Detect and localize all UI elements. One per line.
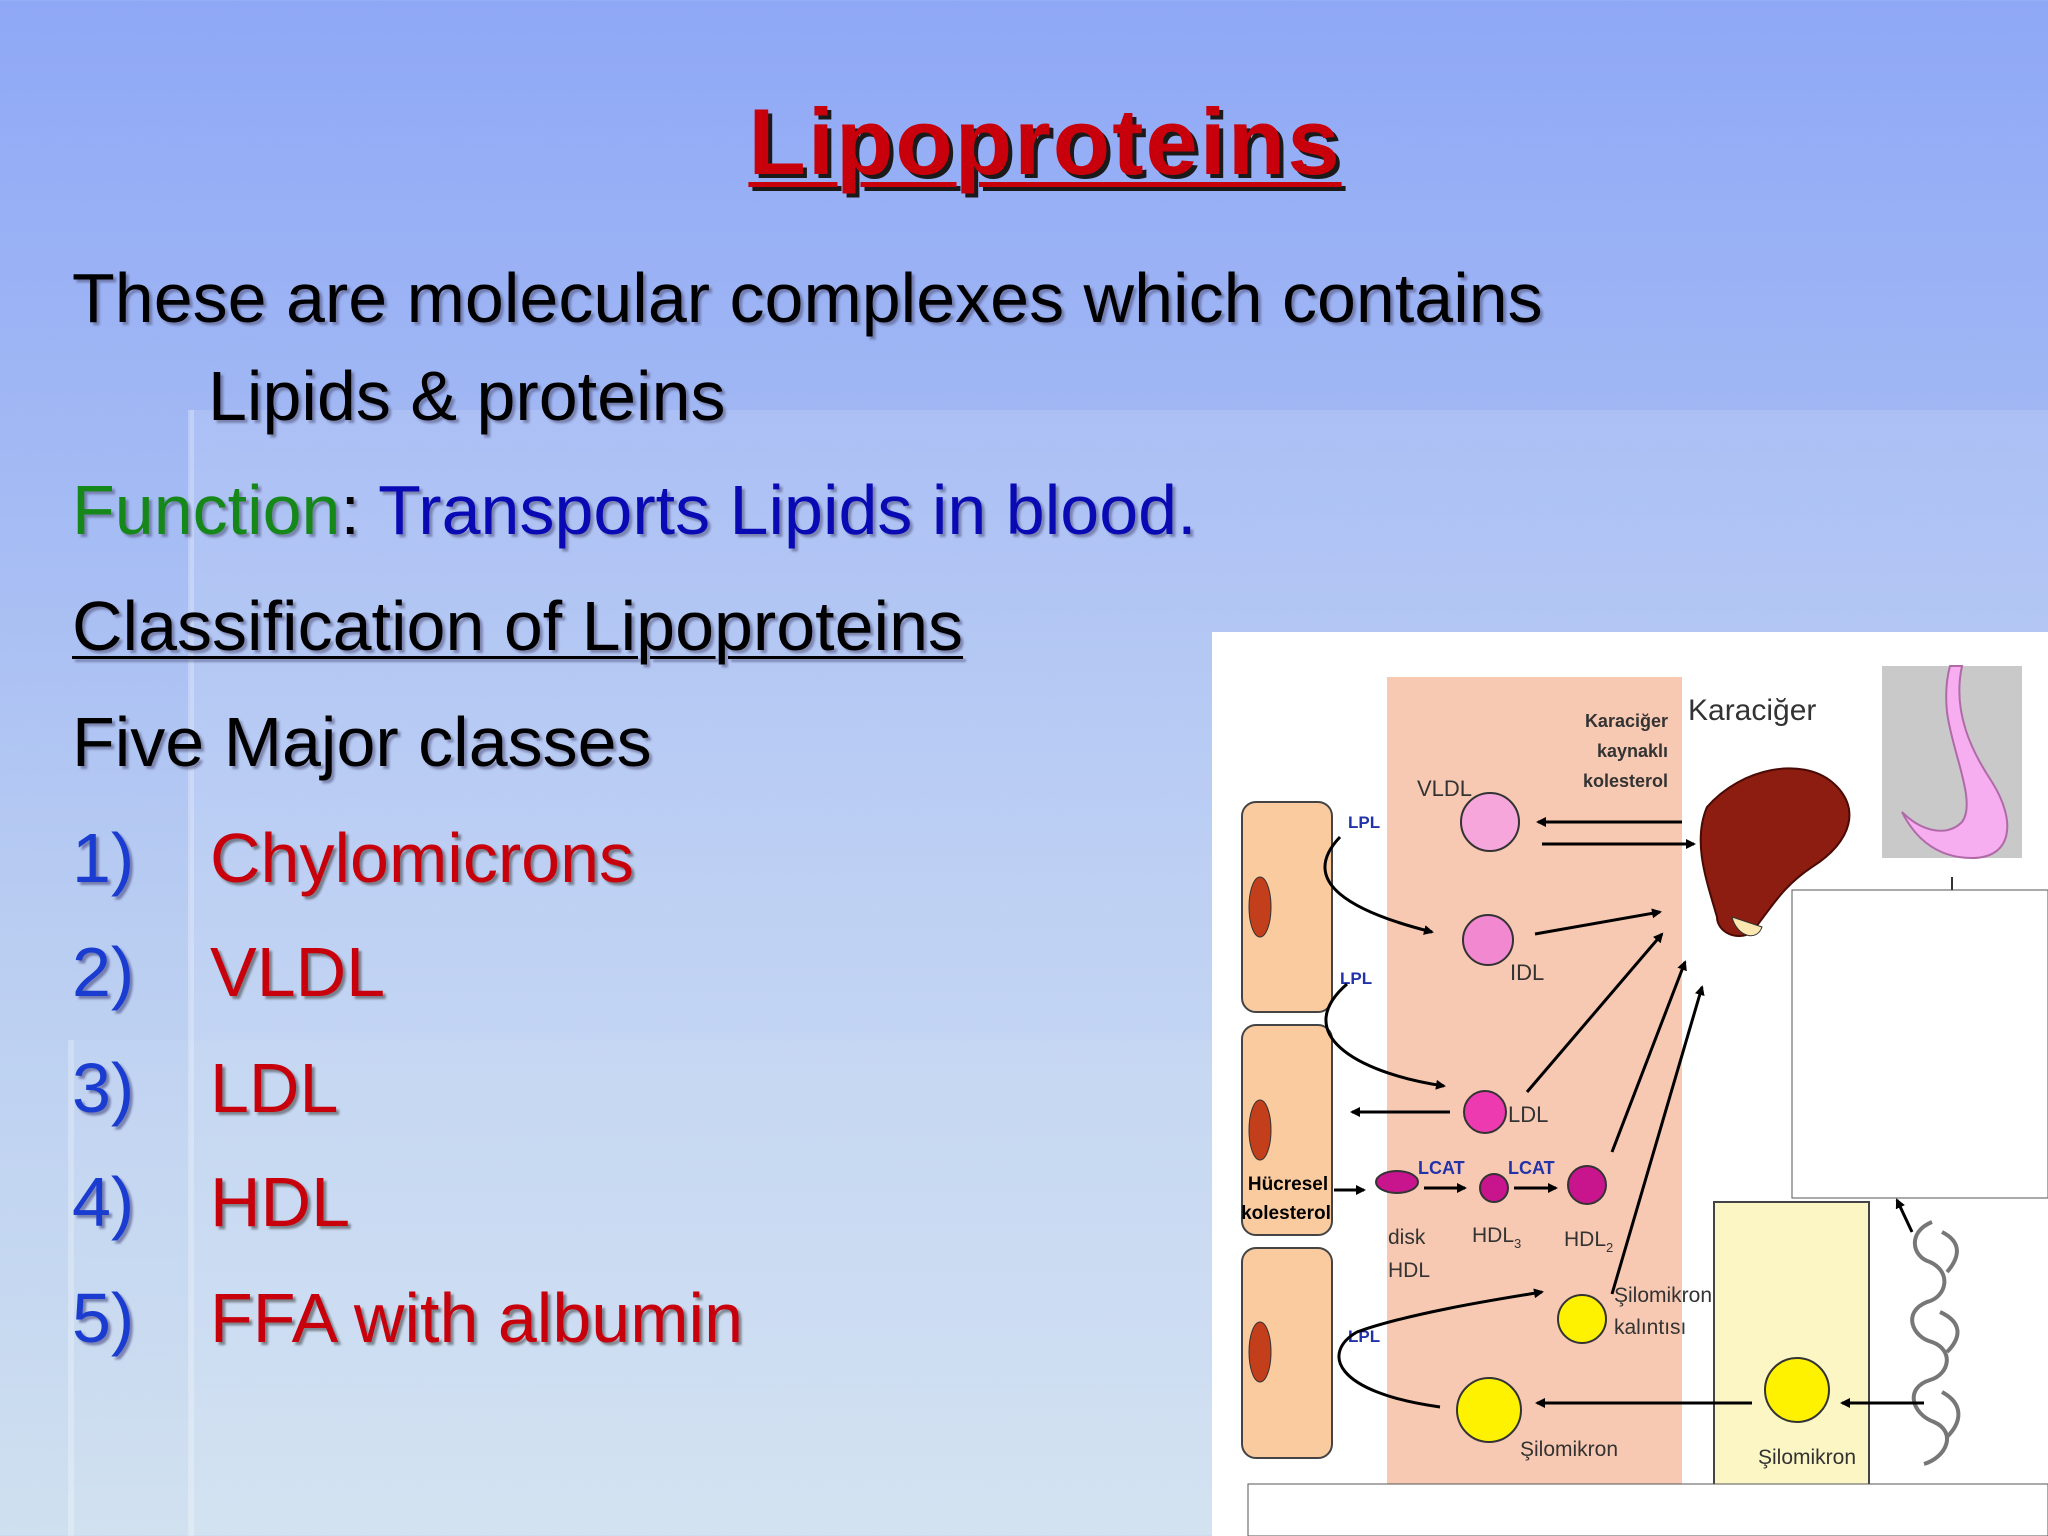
- function-text: Transports Lipids in blood.: [378, 471, 1197, 549]
- chylomicron-particle: [1456, 1377, 1522, 1443]
- class-number: 5): [72, 1279, 135, 1357]
- plasma-zone: [1387, 677, 1682, 1532]
- ldl-particle: [1463, 1090, 1507, 1134]
- arrow: [1525, 932, 1664, 1093]
- class-name: VLDL: [210, 933, 386, 1011]
- ldl-label: LDL: [1508, 1102, 1548, 1127]
- classification-heading: Classification of Lipoproteins: [72, 587, 964, 665]
- class-name: FFA with albumin: [210, 1279, 743, 1357]
- liver-source-cholesterol-label: Karaciğer: [1585, 711, 1668, 731]
- stomach-icon: [1901, 665, 2009, 860]
- blank-panel: [1247, 1483, 2048, 1536]
- peripheral-cell: [1241, 1024, 1333, 1236]
- function-line: Function: Transports Lipids in blood.: [72, 470, 1197, 550]
- lcat-label: LCAT: [1508, 1158, 1555, 1178]
- disk-hdl-label: disk: [1388, 1226, 1426, 1249]
- class-number: 3): [72, 1049, 135, 1127]
- chylomicron-remnant-label: Şilomikron: [1614, 1284, 1712, 1307]
- class-number: 2): [72, 933, 135, 1011]
- background-line: [188, 410, 194, 1536]
- background-line: [68, 1040, 74, 1536]
- class-number: 1): [72, 819, 135, 897]
- lipoprotein-metabolism-diagram: Hücresel kolesterol VLDL IDL LDL LPL LPL…: [1212, 632, 2048, 1536]
- liver-label: Karaciğer: [1688, 694, 1816, 727]
- class-name: HDL: [210, 1163, 351, 1241]
- gallbladder-icon: [1731, 916, 1763, 937]
- function-colon: :: [340, 471, 360, 549]
- lpl-label: LPL: [1340, 969, 1372, 988]
- peripheral-cell: [1241, 801, 1333, 1013]
- intestine-icon: [1910, 1220, 1961, 1466]
- hdl2-particle: [1567, 1165, 1607, 1205]
- liver-source-cholesterol-label: kaynaklı: [1597, 741, 1668, 761]
- liver-icon: [1699, 767, 1851, 937]
- idl-label: IDL: [1510, 960, 1544, 985]
- function-label: Function: [72, 471, 341, 549]
- lpl-curve-arrow: [1323, 835, 1434, 935]
- slide-title: Lipoproteins: [748, 89, 1342, 194]
- blank-panel: [1791, 889, 2048, 1199]
- idl-particle: [1462, 914, 1514, 966]
- hdl3-particle: [1479, 1173, 1509, 1203]
- hdl2-label: HDL2: [1564, 1228, 1613, 1255]
- cell-nucleus: [1248, 1099, 1272, 1161]
- chylomicron-label: Şilomikron: [1520, 1438, 1618, 1461]
- chylomicron-label: Şilomikron: [1758, 1446, 1856, 1469]
- lpl-curve-arrow: [1324, 982, 1446, 1090]
- chylomicron-remnant-particle: [1557, 1294, 1607, 1344]
- peripheral-cell: [1241, 1247, 1333, 1459]
- chylomicron-remnant-label: kalıntısı: [1614, 1316, 1686, 1339]
- liver-source-cholesterol-label: kolesterol: [1583, 771, 1668, 791]
- cellular-cholesterol-label: Hücresel: [1248, 1174, 1328, 1195]
- arrow: [1895, 1198, 1914, 1233]
- cellular-cholesterol-label: kolesterol: [1241, 1203, 1331, 1224]
- arrow: [1610, 985, 1705, 1295]
- arrow: [1610, 960, 1687, 1153]
- lcat-label: LCAT: [1418, 1158, 1465, 1178]
- definition-line-2: Lipids & proteins: [208, 357, 726, 435]
- lpl-label: LPL: [1348, 813, 1380, 832]
- vldl-label: VLDL: [1417, 776, 1472, 801]
- hdl3-label: HDL3: [1472, 1224, 1521, 1251]
- cell-nucleus: [1248, 876, 1272, 938]
- disk-hdl-label: HDL: [1388, 1259, 1430, 1282]
- intestine-zone: [1713, 1201, 1870, 1513]
- lpl-curve-arrow: [1337, 1288, 1544, 1409]
- chylomicron-particle: [1764, 1357, 1830, 1423]
- arrow: [1534, 908, 1662, 936]
- classes-intro: Five Major classes: [72, 703, 652, 781]
- class-name: LDL: [210, 1049, 339, 1127]
- vldl-particle: [1460, 792, 1520, 852]
- class-name: Chylomicrons: [210, 819, 634, 897]
- definition-line-1: These are molecular complexes which cont…: [72, 259, 1543, 337]
- cell-nucleus: [1248, 1321, 1272, 1383]
- class-number: 4): [72, 1163, 135, 1241]
- disk-hdl-particle: [1375, 1170, 1419, 1194]
